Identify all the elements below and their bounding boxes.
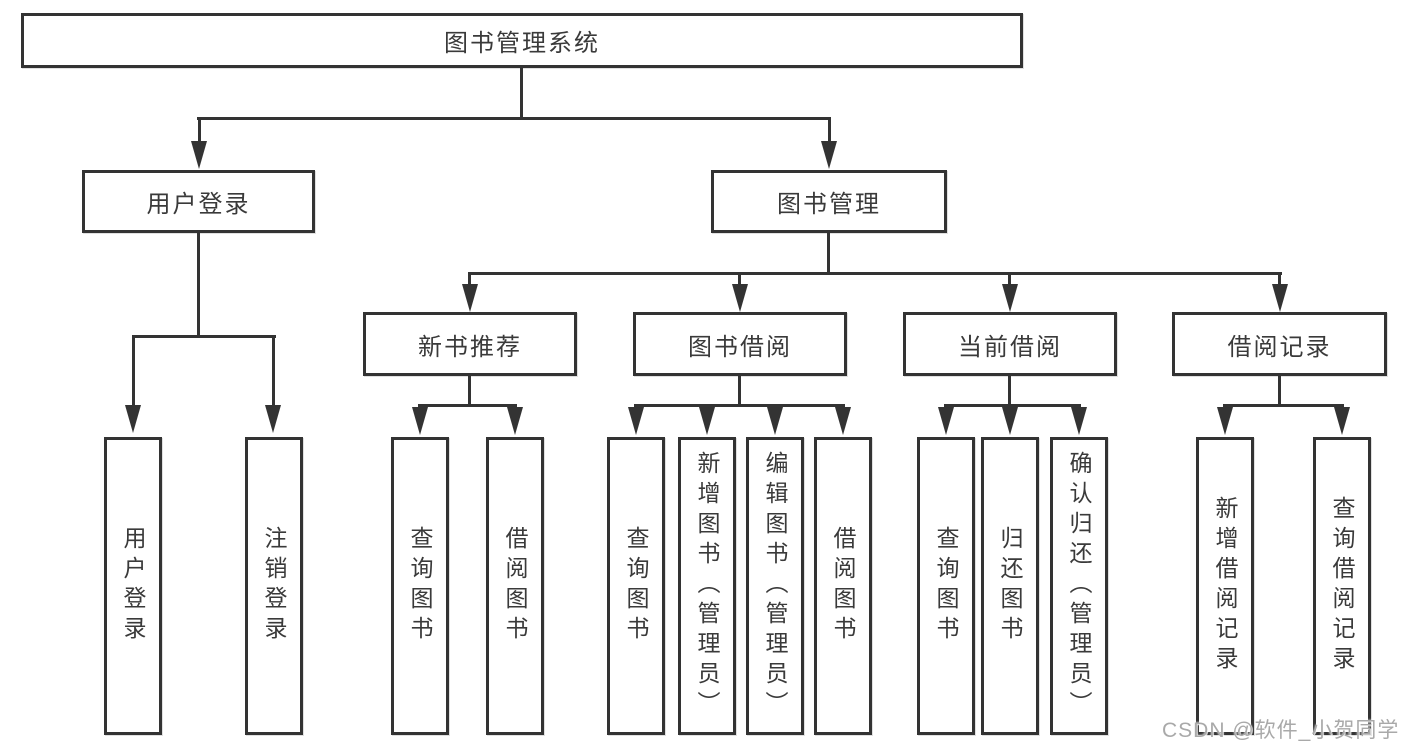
arrow-down-icon [1002,407,1018,435]
csdn-watermark: CSDN @软件_小贺同学 [1162,719,1400,742]
connector-line [1278,272,1281,286]
connector-line [468,376,471,406]
connector-line [634,404,845,407]
arrow-down-icon [462,284,478,312]
arrow-down-icon [125,405,141,433]
leaf-borrow-books-recommend: 借阅图书 [486,437,544,735]
node-current-borrowing: 当前借阅 [903,312,1117,376]
connector-line [827,233,830,274]
connector-line [1008,376,1011,406]
arrow-down-icon [821,141,837,169]
connector-line [418,404,517,407]
node-new-book-recommend: 新书推荐 [363,312,577,376]
connector-line [1008,272,1011,286]
connector-line [197,117,831,120]
connector-line [828,119,831,144]
arrow-down-icon [1071,407,1087,435]
connector-line [198,119,201,144]
arrow-down-icon [699,407,715,435]
connector-line [468,272,471,286]
node-user-login: 用户登录 [82,170,315,233]
leaf-query-books-recommend: 查询图书 [391,437,449,735]
leaf-query-books-current: 查询图书 [917,437,975,735]
node-book-borrowing: 图书借阅 [633,312,847,376]
arrow-down-icon [767,407,783,435]
leaf-confirm-return-admin: 确认归还（管理员） [1050,437,1108,735]
connector-line [1278,376,1281,406]
arrow-down-icon [628,407,644,435]
arrow-down-icon [732,284,748,312]
connector-line [738,376,741,406]
arrow-down-icon [1002,284,1018,312]
connector-line [132,335,135,407]
leaf-add-book-admin: 新增图书（管理员） [678,437,736,735]
leaf-edit-book-admin: 编辑图书（管理员） [746,437,804,735]
connector-line [197,233,200,337]
leaf-user-login: 用户登录 [104,437,162,735]
arrow-down-icon [507,407,523,435]
arrow-down-icon [1334,407,1350,435]
connector-line [520,68,523,119]
arrow-down-icon [835,407,851,435]
connector-line [944,404,1081,407]
arrow-down-icon [265,405,281,433]
arrow-down-icon [1272,284,1288,312]
arrow-down-icon [938,407,954,435]
arrow-down-icon [1217,407,1233,435]
connector-line [738,272,741,286]
connector-line [1223,404,1344,407]
leaf-query-books-borrow: 查询图书 [607,437,665,735]
arrow-down-icon [191,141,207,169]
connector-line [272,335,275,407]
node-book-management: 图书管理 [711,170,947,233]
leaf-add-borrow-record: 新增借阅记录 [1196,437,1254,735]
connector-line [132,335,276,338]
connector-line [468,272,1282,275]
node-borrowing-records: 借阅记录 [1172,312,1387,376]
leaf-borrow-books: 借阅图书 [814,437,872,735]
leaf-logout: 注销登录 [245,437,303,735]
leaf-query-borrow-record: 查询借阅记录 [1313,437,1371,735]
node-root-system: 图书管理系统 [21,13,1023,68]
leaf-return-book: 归还图书 [981,437,1039,735]
arrow-down-icon [412,407,428,435]
